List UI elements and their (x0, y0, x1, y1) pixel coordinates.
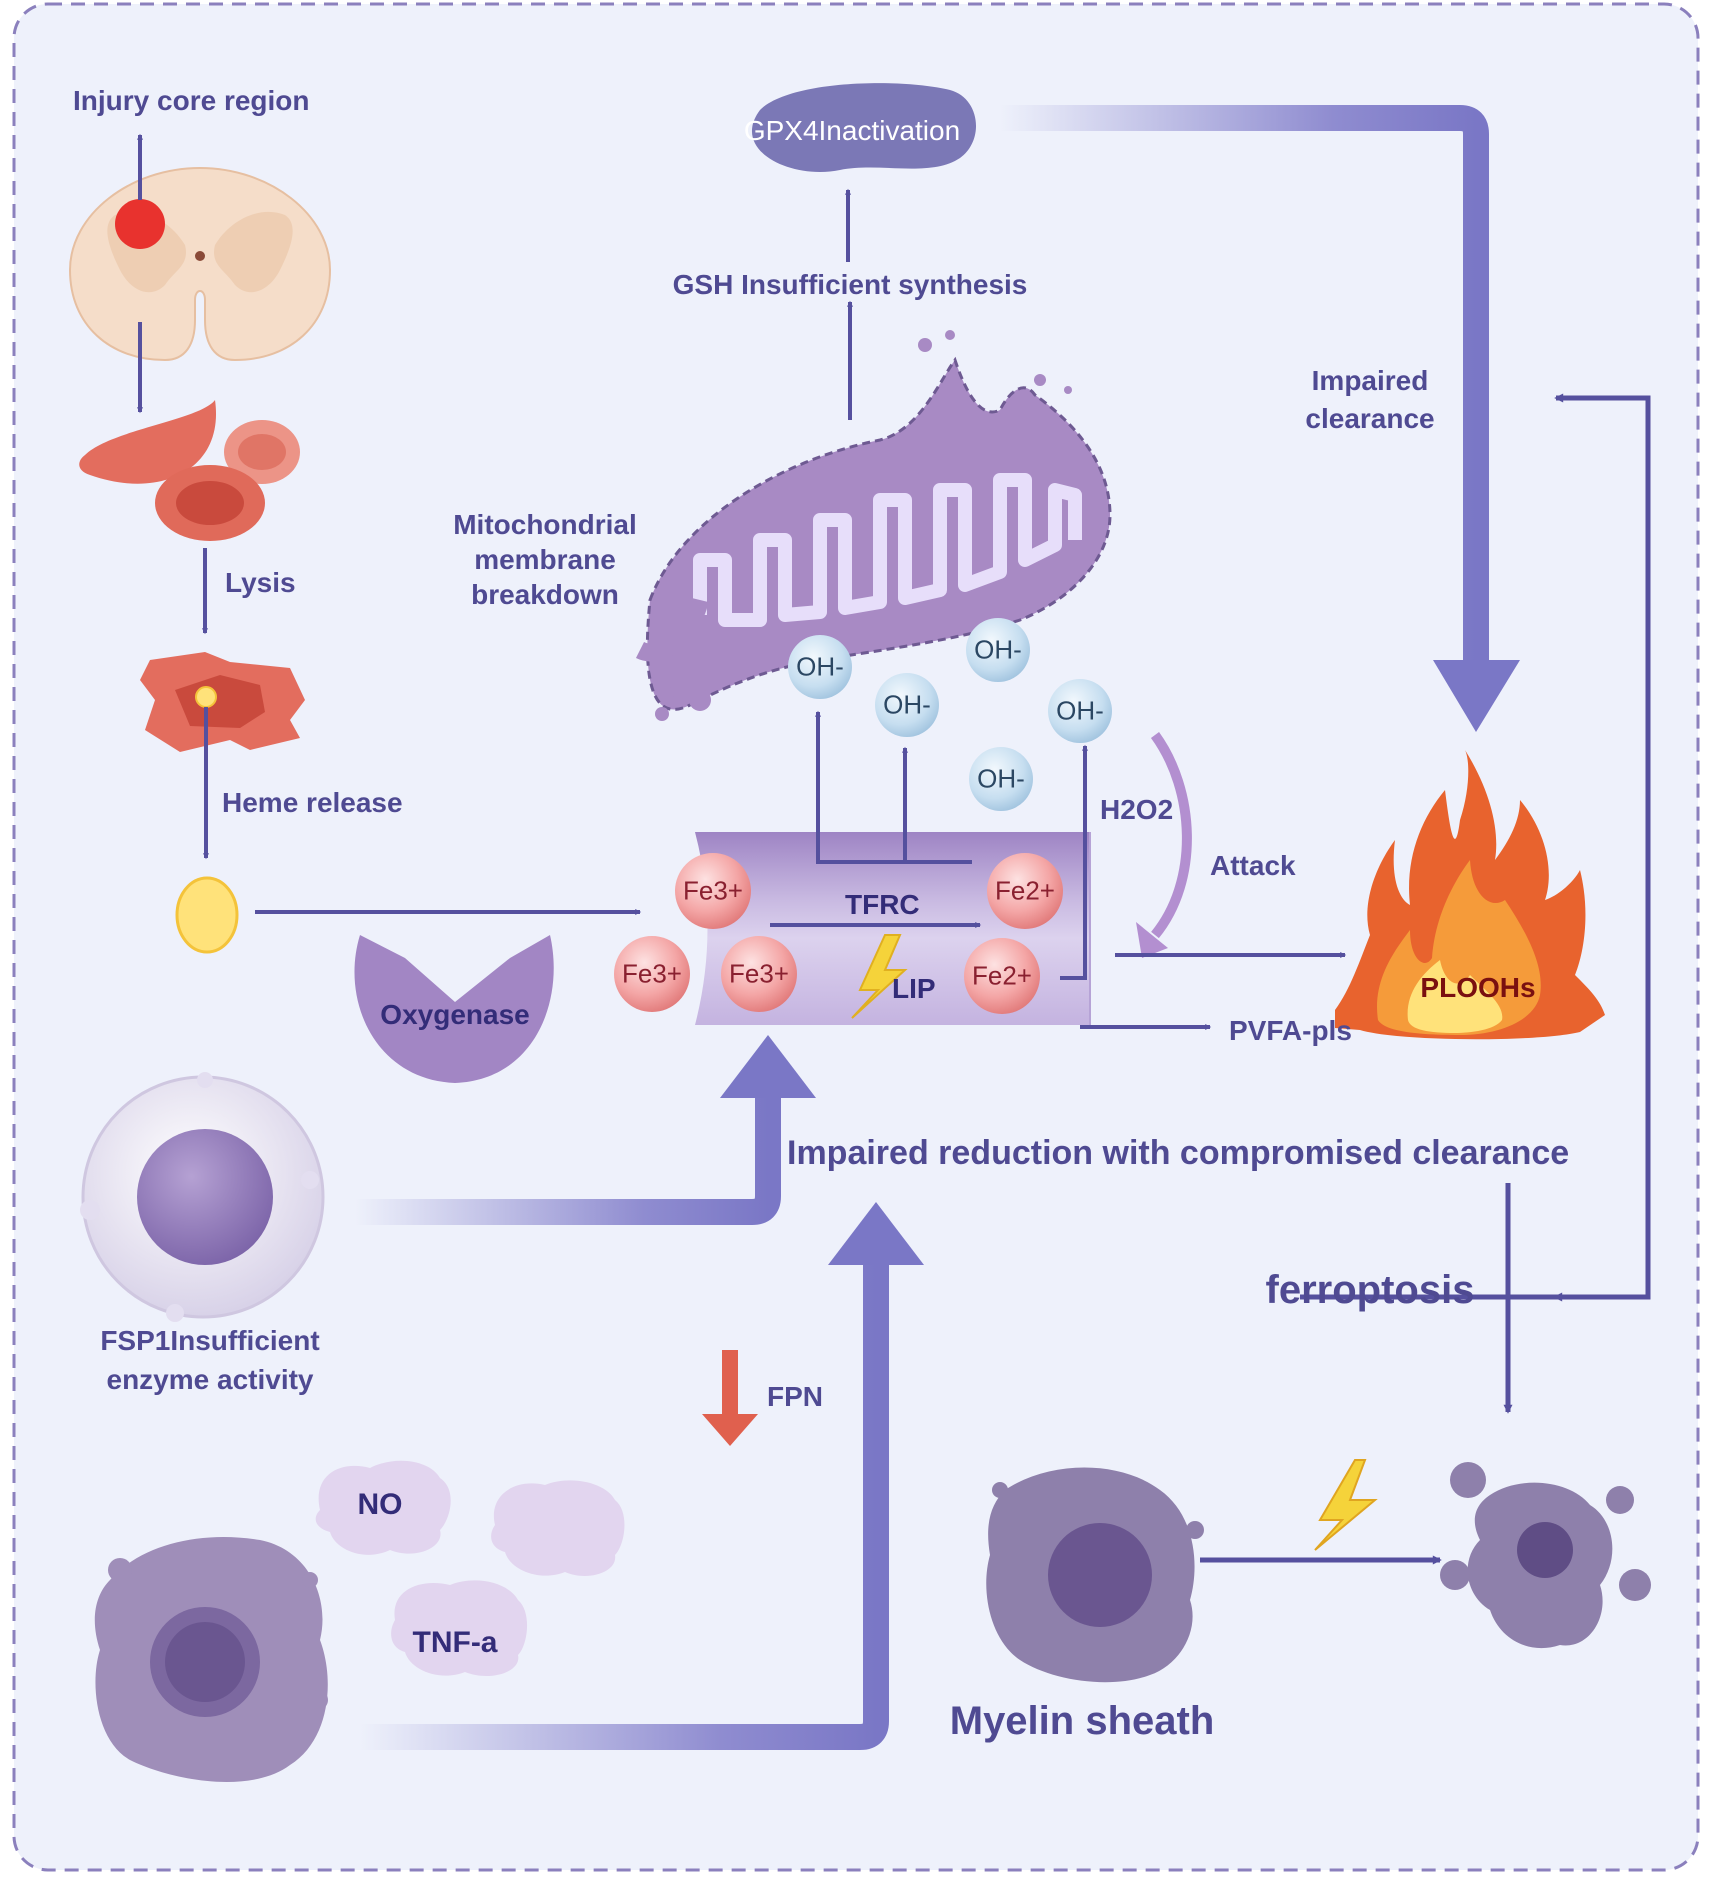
fe3-ion-label-3: Fe3+ (729, 958, 789, 989)
fe2-ion-1 (987, 853, 1063, 929)
label-injury-core: Injury core region (73, 85, 310, 116)
fe3-ion-2 (614, 936, 690, 1012)
lysed-cell-icon (140, 652, 305, 752)
label-tnf: TNF-a (412, 1626, 498, 1659)
red-blood-cell-icon (79, 400, 300, 541)
label-gsh: GSH Insufficient synthesis (672, 269, 1028, 300)
oxygenase-icon (354, 935, 554, 1083)
fe3-ion-label-2: Fe3+ (622, 958, 682, 989)
label-lip: LIP (892, 973, 936, 1004)
dying-cell-icon (1440, 1462, 1651, 1649)
label-gpx4: GPX4Inactivation (743, 115, 961, 147)
label-myelin-sheath: Myelin sheath (949, 1699, 1215, 1743)
gpx4-blob (751, 83, 977, 172)
fe3-ion-3 (721, 936, 797, 1012)
label-heme-release: Heme release (222, 787, 403, 818)
arrow-fsp1-to-tube-head (720, 1035, 816, 1098)
arrow-oh-1 (815, 710, 972, 864)
cytokine-tnf-icon (391, 1580, 528, 1676)
fe2-ion-2 (964, 938, 1040, 1014)
spinal-cord-icon (68, 166, 332, 362)
macrophage-icon (94, 1536, 328, 1782)
oh-ion-2 (875, 673, 939, 737)
oligodendrocyte-icon (986, 1467, 1204, 1683)
arrow-macrophage-to-tube (360, 1265, 889, 1750)
label-tfrc: TFRC (845, 889, 920, 920)
arrow-h2o2 (1060, 744, 1088, 980)
oh-ion-label-5: OH- (977, 763, 1025, 794)
lightning-icon-2 (1314, 1459, 1378, 1551)
label-ploohs: PLOOHs (1420, 972, 1536, 1004)
immune-cell-icon (80, 1072, 325, 1322)
oh-ion-label-4: OH- (1056, 695, 1104, 726)
oh-ion-4 (1048, 679, 1112, 743)
label-mito-breakdown-2: membrane (474, 544, 616, 575)
label-fpn: FPN (767, 1381, 823, 1412)
oh-ion-label-1: OH- (796, 651, 844, 682)
label-oxygenase: Oxygenase (380, 999, 530, 1031)
label-attack: Attack (1210, 850, 1296, 881)
cytokine-no-icon (315, 1460, 451, 1555)
arrow-feedback-loop (1300, 393, 1651, 1300)
label-mito-breakdown-1: Mitochondrial (453, 509, 637, 540)
heme-icon (175, 876, 239, 954)
arrow-attack (1150, 732, 1192, 939)
label-no: NO (357, 1488, 403, 1521)
lightning-icon (851, 934, 908, 1019)
label-impaired-clearance-2: clearance (1305, 403, 1435, 434)
oh-ion-1 (788, 635, 852, 699)
label-h2o2: H2O2 (1100, 794, 1174, 825)
oh-ion-label-2: OH- (883, 689, 931, 720)
label-lysis: Lysis (225, 567, 296, 598)
oh-ion-5 (969, 747, 1033, 811)
oh-ion-label-3: OH- (974, 634, 1022, 665)
arrow-macrophage-to-tube-head (828, 1202, 924, 1265)
arrow-fsp1-to-tube (355, 1098, 781, 1225)
arrow-attack-head (1136, 922, 1168, 958)
oh-ion-3 (966, 618, 1030, 682)
fe2-ion-label-1: Fe2+ (995, 875, 1055, 906)
fe3-ion-label-1: Fe3+ (683, 875, 743, 906)
arrow-gpx4-to-ploohs (1000, 105, 1489, 662)
arrow-gpx4-to-ploohs-head (1433, 660, 1520, 732)
label-pvfa: PVFA-pls (1229, 1015, 1352, 1046)
fe2-ion-label-2: Fe2+ (972, 960, 1032, 991)
label-fsp1-2: enzyme activity (106, 1364, 314, 1395)
label-ferroptosis: ferroptosis (1265, 1268, 1475, 1312)
label-mito-breakdown-3: breakdown (471, 579, 619, 610)
fpn-down-arrow-icon (702, 1350, 758, 1446)
label-impaired-clearance-1: Impaired (1311, 365, 1429, 396)
cytokine-cloud-icon (491, 1480, 625, 1576)
label-fsp1-1: FSP1Insufficient (100, 1325, 320, 1356)
label-impaired-reduction: Impaired reduction with compromised clea… (787, 1134, 1570, 1172)
fire-icon (1335, 750, 1605, 1040)
fe3-ion-1 (675, 853, 751, 929)
